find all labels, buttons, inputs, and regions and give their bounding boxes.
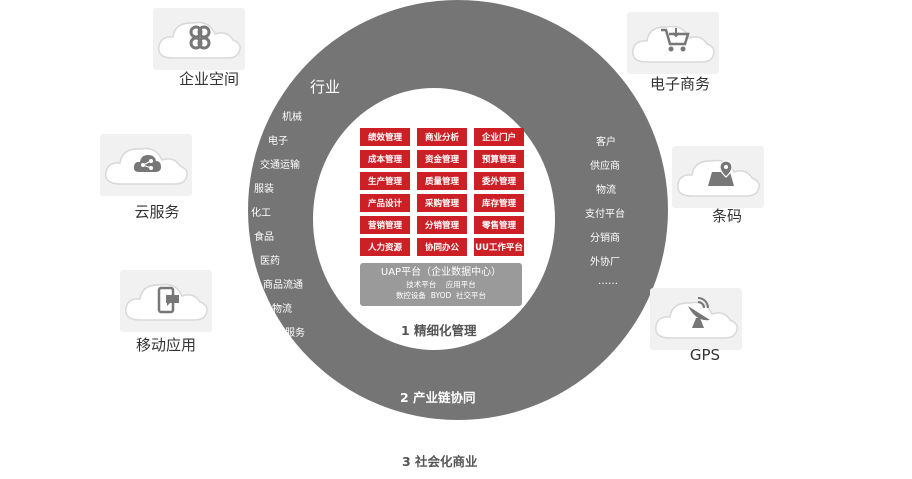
platform-line-2: 数控设备 BYOD 社交平台: [395, 291, 487, 300]
module-cell: 产品设计: [360, 194, 410, 212]
module-cell: 库存管理: [474, 194, 524, 212]
gps-label: GPS: [689, 346, 721, 364]
module-cell: 资金管理: [417, 150, 467, 168]
industry-item: 医药: [260, 256, 280, 267]
enterprise-space-label: 企业空间: [178, 70, 239, 88]
uap-platform-box: UAP平台（企业数据中心） 技术平台 应用平台 数控设备 BYOD 社交平台: [360, 263, 522, 306]
level-2-label: 2 产业链协同: [400, 390, 476, 405]
enterprise-space-card: [153, 8, 245, 70]
mobile-app-label: 移动应用: [135, 336, 196, 354]
industry-item: 服装: [254, 184, 274, 195]
module-cell: 协同办公: [417, 238, 467, 256]
industry-item: 电子: [268, 136, 288, 147]
platform-line-1: 技术平台 应用平台: [406, 280, 476, 289]
module-cell: 预算管理: [474, 150, 524, 168]
module-cell: 企业门户: [474, 128, 524, 146]
module-grid: 绩效管理 商业分析 企业门户 成本管理 资金管理 预算管理 生产管理 质量管理 …: [360, 128, 524, 256]
industry-item: 商品流通: [263, 280, 303, 291]
partner-item: 客户: [596, 137, 616, 148]
module-cell: 采购管理: [417, 194, 467, 212]
partner-item: 物流: [596, 185, 616, 196]
platform-title: UAP平台（企业数据中心）: [380, 267, 502, 278]
link-icon: [189, 25, 211, 50]
module-cell: 营销管理: [360, 216, 410, 234]
industry-item: 服务: [285, 328, 305, 339]
ecommerce-card: [627, 12, 719, 74]
satellite-dish-icon: [688, 297, 710, 328]
industry-item: 机械: [282, 112, 302, 123]
industry-item: 食品: [254, 232, 274, 243]
module-cell: 分销管理: [417, 216, 467, 234]
cloud-share-icon: [133, 155, 161, 172]
module-cell: 委外管理: [474, 172, 524, 190]
partner-item: 外协厂: [590, 257, 620, 268]
cloud-service-card: [100, 134, 192, 196]
industry-item: 物流: [272, 304, 292, 315]
module-cell: 成本管理: [360, 150, 410, 168]
module-cell: UU工作平台: [474, 238, 524, 256]
mobile-app-card: [120, 270, 212, 332]
partner-item: ……: [598, 276, 618, 287]
industry-item: 化工: [251, 208, 271, 219]
industry-title: 行业: [310, 78, 341, 96]
partner-item: 支付平台: [585, 209, 625, 220]
cloud-service-label: 云服务: [134, 203, 180, 221]
level-3-label: 3 社会化商业: [402, 454, 478, 469]
module-cell: 商业分析: [417, 128, 467, 146]
level-1-label: 1 精细化管理: [401, 323, 477, 338]
mobile-chat-icon: [157, 286, 179, 314]
module-cell: 绩效管理: [360, 128, 410, 146]
gps-card: [650, 288, 742, 350]
module-cell: 人力资源: [360, 238, 410, 256]
module-cell: 生产管理: [360, 172, 410, 190]
shopping-cart-icon: [661, 28, 690, 52]
map-pin-icon: [708, 160, 734, 186]
module-cell: 质量管理: [417, 172, 467, 190]
barcode-card: [672, 146, 764, 208]
barcode-label: 条码: [711, 207, 742, 225]
module-cell: 零售管理: [474, 216, 524, 234]
ecommerce-label: 电子商务: [649, 75, 710, 93]
partner-item: 分销商: [590, 233, 620, 244]
industry-item: 交通运输: [260, 160, 300, 171]
partner-item: 供应商: [590, 161, 620, 172]
